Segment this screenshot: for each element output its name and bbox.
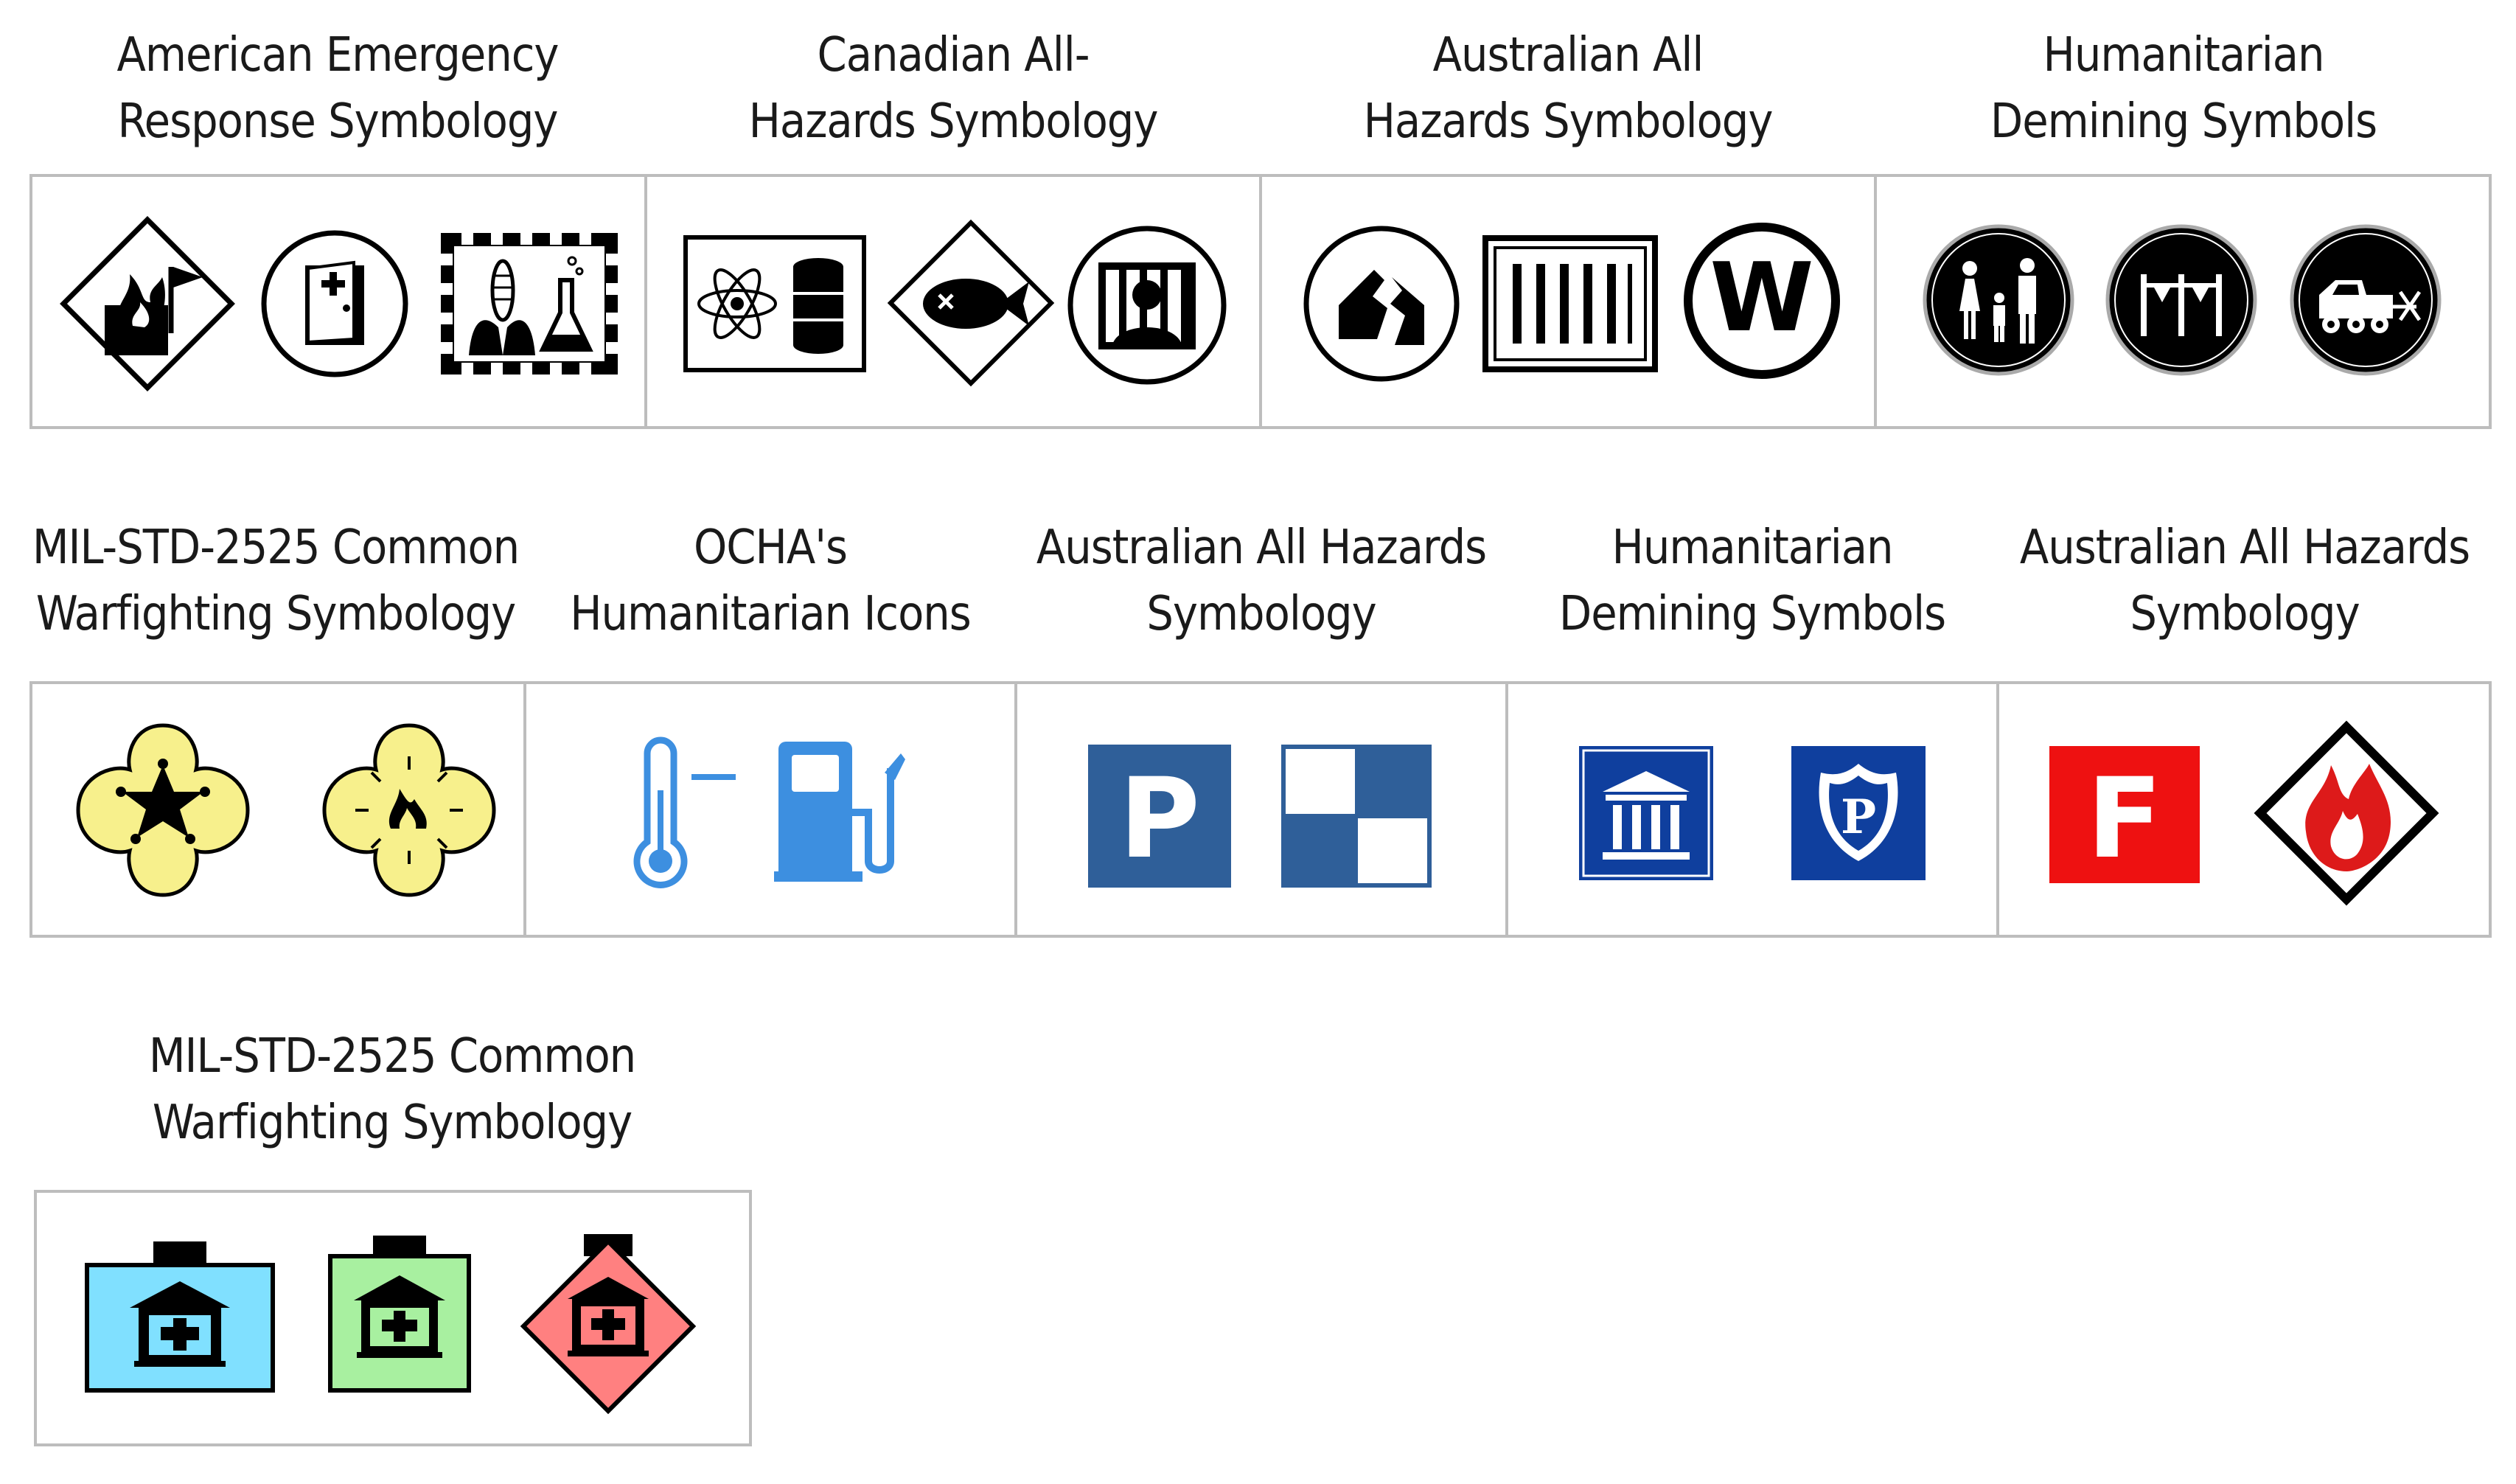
group-title-mil-std-1: MIL-STD-2525 Common Warfighting Symbolog… (29, 515, 522, 647)
radiological-barrel-icon (683, 234, 867, 373)
group-title-australian-2: Australian All Hazards Symbology (1016, 515, 1507, 647)
fire-facility-diamond-icon (59, 215, 236, 392)
svg-text:F: F (2087, 755, 2162, 883)
title-line-1: Canadian All- (817, 28, 1090, 83)
title-line-1: Australian All (1432, 28, 1704, 83)
title-line-1: MIL-STD-2525 Common (32, 520, 520, 575)
panel-divider (1259, 174, 1262, 429)
law-enforcement-star-icon (71, 718, 255, 902)
panel-divider (1505, 681, 1508, 938)
title-line-2: Demining Symbols (1558, 587, 1946, 641)
thermometer-icon (627, 736, 745, 888)
checkered-square-icon (1281, 745, 1432, 888)
title-line-2: Hazards Symbology (1363, 94, 1774, 149)
svg-text:P: P (1119, 755, 1200, 883)
svg-text:P: P (1841, 790, 1876, 845)
medical-facility-friend-icon (84, 1239, 276, 1393)
barrier-bars-icon (1482, 234, 1659, 373)
fire-f-icon: F (2049, 746, 2200, 883)
panel-divider (1996, 681, 1999, 938)
government-building-icon (1579, 746, 1713, 880)
title-line-2: Warfighting Symbology (35, 587, 516, 641)
group-title-demining-1: Humanitarian Demining Symbols (1875, 22, 2492, 155)
title-line-2: Hazards Symbology (748, 94, 1159, 149)
title-line-1: MIL-STD-2525 Common (148, 1029, 636, 1084)
title-line-2: Warfighting Symbology (152, 1095, 633, 1150)
fire-incident-quatrefoil-icon (317, 718, 501, 902)
group-title-demining-2: Humanitarian Demining Symbols (1507, 515, 1998, 647)
symbol-panel-row-3 (34, 1190, 752, 1446)
group-title-american-emergency: American Emergency Response Symbology (29, 22, 646, 155)
panel-divider (1874, 174, 1877, 429)
demining-machine-circle-icon (2290, 224, 2442, 376)
title-line-1: Australian All Hazards (1036, 520, 1487, 575)
title-line-1: OCHA's (693, 520, 848, 575)
group-title-mil-std-2: MIL-STD-2525 Common Warfighting Symbolog… (34, 1023, 750, 1156)
title-line-2: Symbology (2130, 587, 2360, 641)
civilians-circle-icon (1923, 224, 2074, 376)
title-line-1: Humanitarian (1611, 520, 1894, 575)
svg-text:W: W (1710, 243, 1813, 353)
jail-circle-icon (1066, 224, 1228, 386)
symbol-panel-row-2 (29, 681, 2492, 938)
fire-diamond-icon (2254, 720, 2439, 906)
panel-divider (1014, 681, 1017, 938)
group-title-canadian: Canadian All- Hazards Symbology (646, 22, 1261, 155)
title-line-2: Response Symbology (117, 94, 559, 149)
medical-door-circle-icon (259, 229, 410, 379)
panel-divider (523, 681, 526, 938)
title-line-1: Australian All Hazards (2019, 520, 2470, 575)
parking-icon: P (1088, 745, 1231, 888)
panel-divider (644, 174, 647, 429)
police-badge-icon: P (1791, 746, 1926, 880)
earthquake-house-circle-icon (1302, 224, 1461, 383)
medical-facility-hostile-icon (516, 1231, 700, 1415)
title-line-2: Demining Symbols (1990, 94, 2377, 149)
title-line-2: Humanitarian Icons (570, 587, 972, 641)
group-title-australian-1: Australian All Hazards Symbology (1261, 22, 1875, 155)
group-title-ocha: OCHA's Humanitarian Icons (525, 515, 1016, 647)
fuel-pump-icon (774, 739, 921, 886)
medical-facility-neutral-icon (327, 1233, 472, 1393)
goalposts-circle-icon (2105, 224, 2257, 376)
title-line-2: Symbology (1146, 587, 1376, 641)
title-line-1: American Emergency (116, 28, 560, 83)
w-circle-icon: W (1682, 221, 1841, 380)
agriculture-chemical-lab-icon (439, 231, 619, 376)
dead-fish-diamond-icon (886, 218, 1056, 388)
title-line-1: Humanitarian (2043, 28, 2325, 83)
group-title-australian-3: Australian All Hazards Symbology (1998, 515, 2492, 647)
